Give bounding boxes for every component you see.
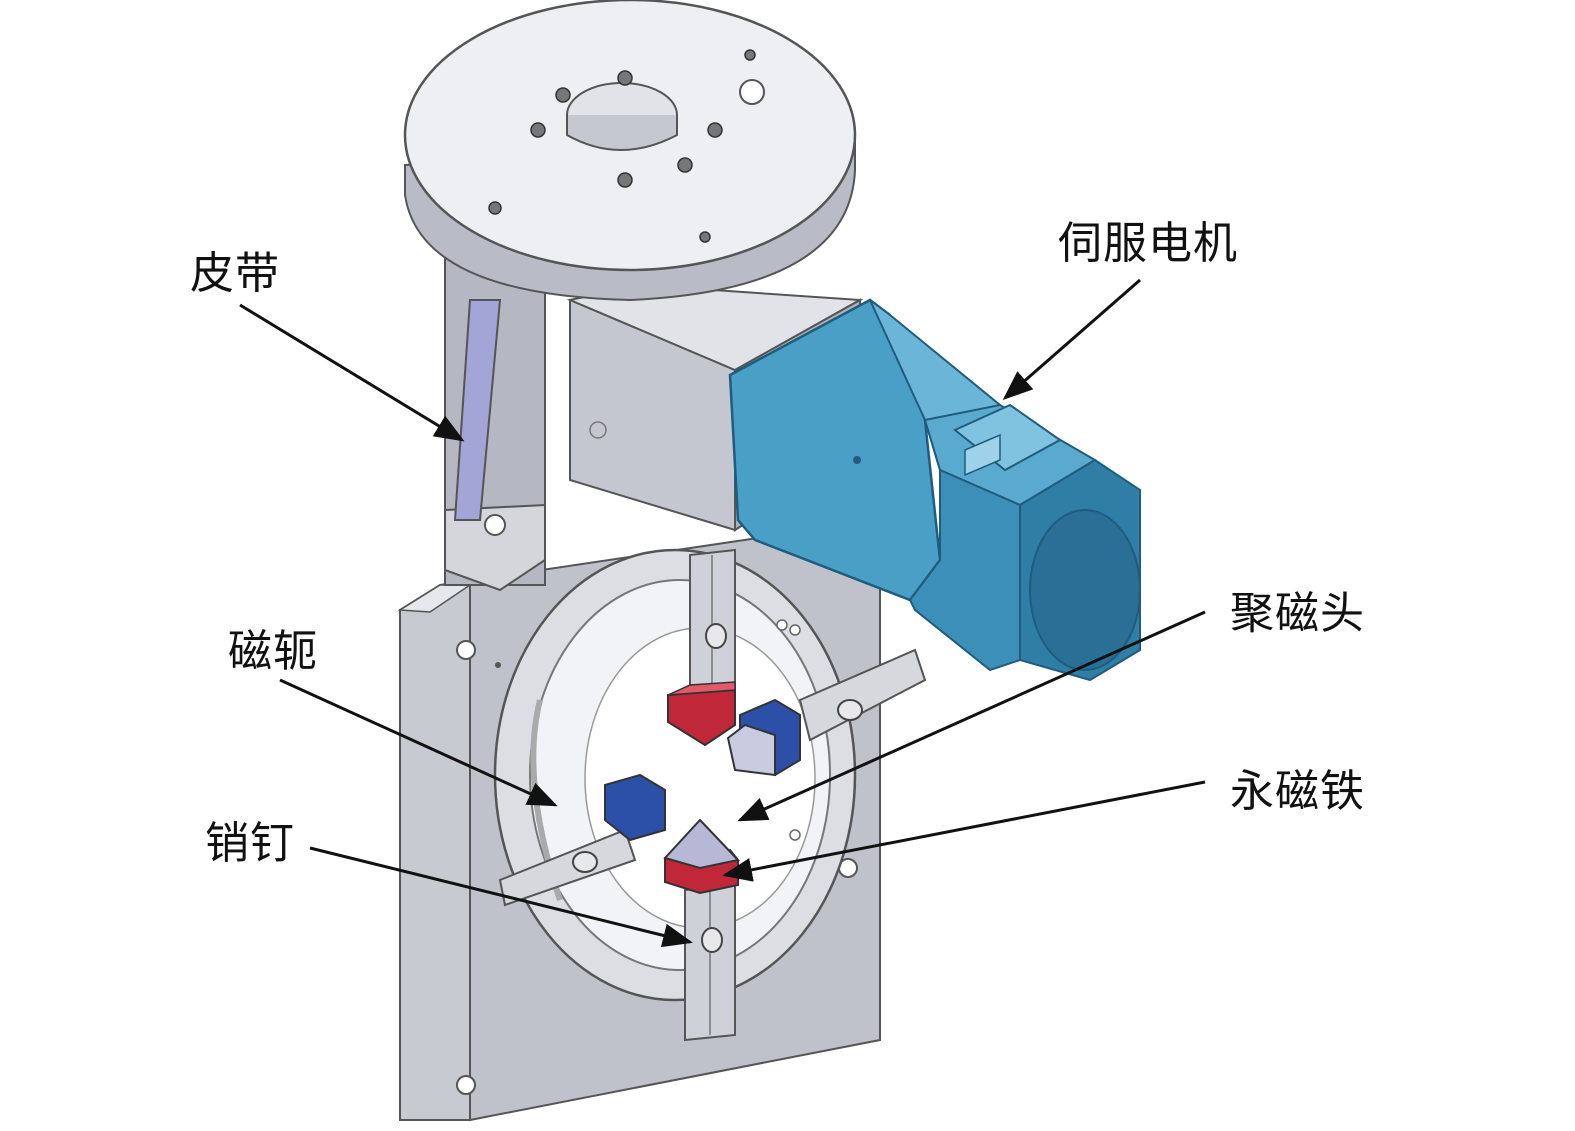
pin-icon xyxy=(837,699,863,721)
label-permanent-magnet: 永磁铁 xyxy=(1230,766,1365,817)
label-magnetic-yoke: 磁轭 xyxy=(228,626,318,677)
pin-icon xyxy=(572,851,598,873)
servo-motor xyxy=(728,298,1141,682)
arrow-servo-motor xyxy=(1002,278,1141,400)
magnets xyxy=(604,681,801,895)
radial-bars xyxy=(498,548,927,1042)
turntable-disc xyxy=(403,0,857,302)
leader-arrows xyxy=(239,278,1206,948)
pin-icon xyxy=(701,927,723,953)
arrow-belt xyxy=(239,303,465,442)
label-pin: 销钉 xyxy=(205,818,295,869)
plate-hole-icon xyxy=(456,640,476,660)
plate-hole-icon xyxy=(495,662,501,668)
label-servo-motor: 伺服电机 xyxy=(1058,218,1238,269)
arrow-magnet xyxy=(722,780,1206,882)
pin-icon xyxy=(705,623,727,649)
arrow-yoke xyxy=(279,678,558,807)
belt xyxy=(453,299,502,521)
yoke-ring xyxy=(493,548,857,1002)
arrow-pin xyxy=(309,846,693,948)
label-belt: 皮带 xyxy=(190,248,280,299)
plate-hole-icon xyxy=(456,1075,476,1095)
arrow-concentrator xyxy=(737,610,1206,822)
label-flux-concentrator: 聚磁头 xyxy=(1230,588,1365,639)
